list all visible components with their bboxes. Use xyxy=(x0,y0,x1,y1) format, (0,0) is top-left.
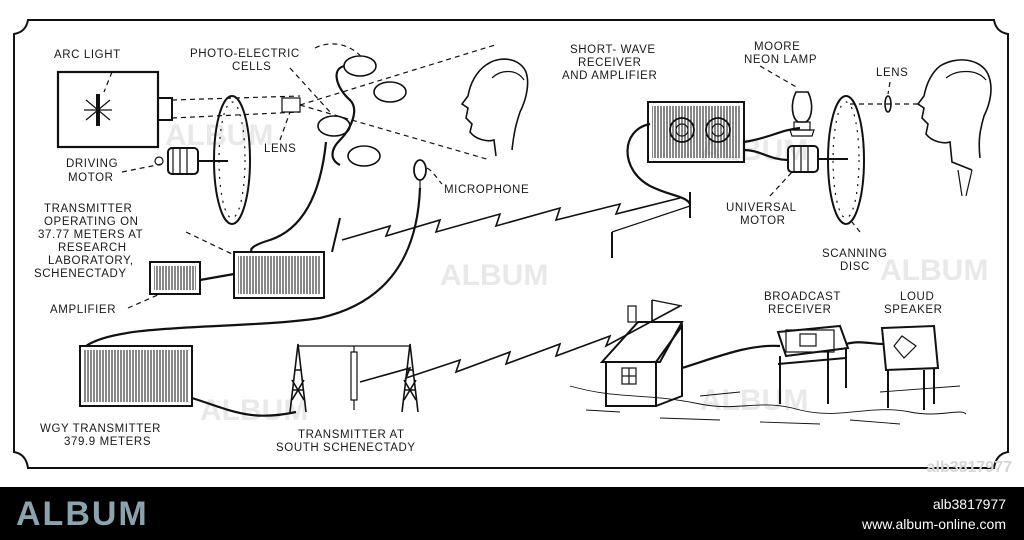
label-photo-cells: PHOTO-ELECTRIC xyxy=(190,48,300,60)
label-amplifier: AMPLIFIER xyxy=(50,304,116,316)
photo-electric-cells xyxy=(317,55,407,167)
label-short-wave: SHORT- WAVE xyxy=(570,44,656,56)
label-lens-left: LENS xyxy=(264,143,296,155)
label-neon-lamp: MOORE xyxy=(754,41,800,53)
label-transmitter: RESEARCH xyxy=(58,242,127,254)
amplifier xyxy=(149,261,201,295)
receiving-antenna xyxy=(611,192,691,258)
watermark-text: ALBUM xyxy=(440,259,548,292)
label-driving-motor: MOTOR xyxy=(68,172,114,184)
label-transmitter: TRANSMITTER xyxy=(44,203,132,215)
label-loud-speaker: LOUD xyxy=(900,291,934,303)
label-transmitter: SCHENECTADY xyxy=(34,268,127,280)
label-wgy: WGY TRANSMITTER xyxy=(40,423,161,435)
label-transmitter: OPERATING ON xyxy=(44,216,139,228)
watermark-text: ALBUM xyxy=(700,384,808,417)
label-scanning-disc: SCANNING xyxy=(822,248,888,260)
watermark-text: ALBUM xyxy=(880,254,988,287)
scanning-disc-right xyxy=(827,95,865,225)
label-neon-lamp: NEON LAMP xyxy=(744,54,817,66)
label-universal-motor: MOTOR xyxy=(740,215,786,227)
label-broadcast-receiver: BROADCAST xyxy=(764,291,841,303)
radio-wave-lower xyxy=(359,305,681,383)
label-lens-right: LENS xyxy=(876,67,908,79)
label-arc-light: ARC LIGHT xyxy=(54,49,121,61)
labels: ARC LIGHT PHOTO-ELECTRIC CELLS LENS DRIV… xyxy=(34,41,943,454)
image-id-watermark: alb3817977 xyxy=(926,459,1012,476)
label-broadcast-receiver: RECEIVER xyxy=(768,304,832,316)
label-short-wave: RECEIVER xyxy=(578,57,642,69)
short-wave-receiver xyxy=(647,101,745,163)
label-wgy: 379.9 METERS xyxy=(64,436,151,448)
label-loud-speaker: SPEAKER xyxy=(884,304,943,316)
label-microphone: MICROPHONE xyxy=(444,184,529,196)
wgy-transmitter xyxy=(79,345,193,407)
brand-logo[interactable]: ALBUM xyxy=(16,495,149,533)
image-id: alb3817977 xyxy=(932,496,1006,512)
neon-lamp xyxy=(789,91,815,137)
viewer-face-right xyxy=(916,59,992,197)
broadcast-receiver xyxy=(776,324,850,404)
lens-left xyxy=(281,97,301,113)
website-link[interactable]: www.album-online.com xyxy=(862,516,1006,532)
driving-motor xyxy=(154,147,228,175)
subject-face-left xyxy=(460,58,529,157)
ground-shading xyxy=(569,385,967,425)
diagram-frame xyxy=(13,19,1009,469)
antenna-towers xyxy=(289,343,419,413)
radio-wave-upper xyxy=(341,197,681,241)
label-south-schenectady: TRANSMITTER AT xyxy=(298,429,405,441)
transmitter-37m xyxy=(233,217,341,299)
microphone xyxy=(413,159,427,188)
label-south-schenectady: SOUTH SCHENECTADY xyxy=(276,442,416,454)
label-transmitter: LABORATORY, xyxy=(48,255,134,267)
house xyxy=(599,299,684,407)
label-transmitter: 37.77 METERS AT xyxy=(38,229,143,241)
footer-banner: ALBUM alb3817977 www.album-online.com xyxy=(0,487,1024,540)
television-broadcast-diagram: ALBUM ALBUM ALBUM ALBUM ALBUM ALBUM xyxy=(13,19,1009,469)
label-photo-cells: CELLS xyxy=(232,61,271,73)
label-driving-motor: DRIVING xyxy=(66,158,118,170)
loud-speaker xyxy=(880,324,940,410)
label-universal-motor: UNIVERSAL xyxy=(726,202,797,214)
arc-light xyxy=(56,70,173,149)
label-scanning-disc: DISC xyxy=(840,261,870,273)
label-short-wave: AND AMPLIFIER xyxy=(562,70,657,82)
